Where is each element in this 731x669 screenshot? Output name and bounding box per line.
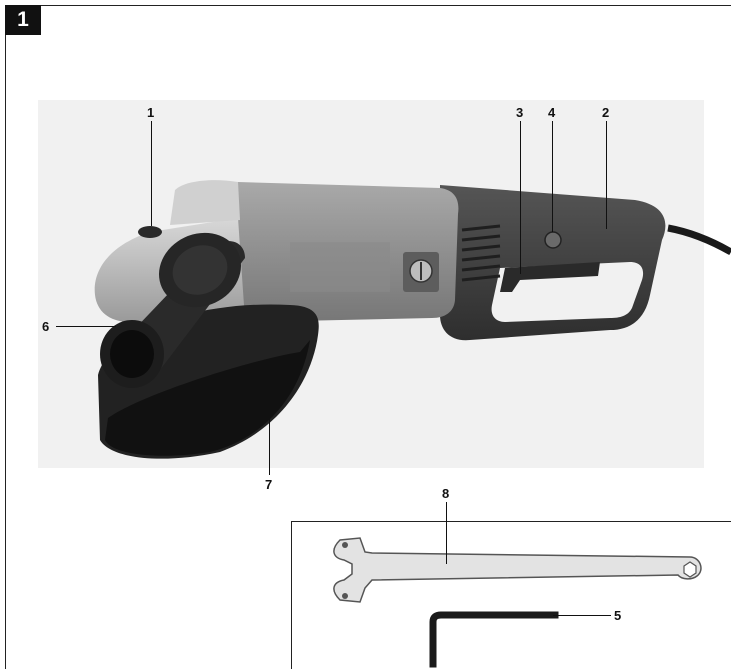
- hex-key: [429, 611, 559, 668]
- callout-4-leader: [552, 121, 553, 232]
- callout-5-label: 5: [614, 608, 622, 623]
- callout-3-label: 3: [516, 105, 524, 120]
- callout-5-leader: [553, 615, 611, 616]
- spindle-lock-button-shape: [138, 226, 162, 238]
- callout-1-leader: [151, 121, 152, 226]
- power-cable: [667, 224, 731, 256]
- callout-7-label: 7: [265, 477, 273, 492]
- housing-label-area: [290, 242, 390, 292]
- two-pin-spanner: [333, 537, 702, 603]
- figure-frame: [5, 5, 731, 669]
- callout-4-label: 4: [548, 105, 556, 120]
- callout-1-label: 1: [147, 105, 155, 120]
- trigger-switch: [500, 262, 600, 292]
- callout-6-label: 6: [42, 319, 50, 334]
- callout-2-leader: [606, 121, 607, 229]
- callout-2-label: 2: [602, 105, 610, 120]
- callout-8-leader: [446, 502, 447, 564]
- figure-number-badge: 1: [5, 5, 41, 35]
- callout-8-label: 8: [442, 486, 450, 501]
- lock-button-shape: [544, 231, 562, 249]
- callout-7-leader: [269, 405, 270, 475]
- callout-3-leader: [520, 121, 521, 274]
- callout-6-leader: [56, 326, 116, 327]
- accessories-inset: [291, 521, 731, 669]
